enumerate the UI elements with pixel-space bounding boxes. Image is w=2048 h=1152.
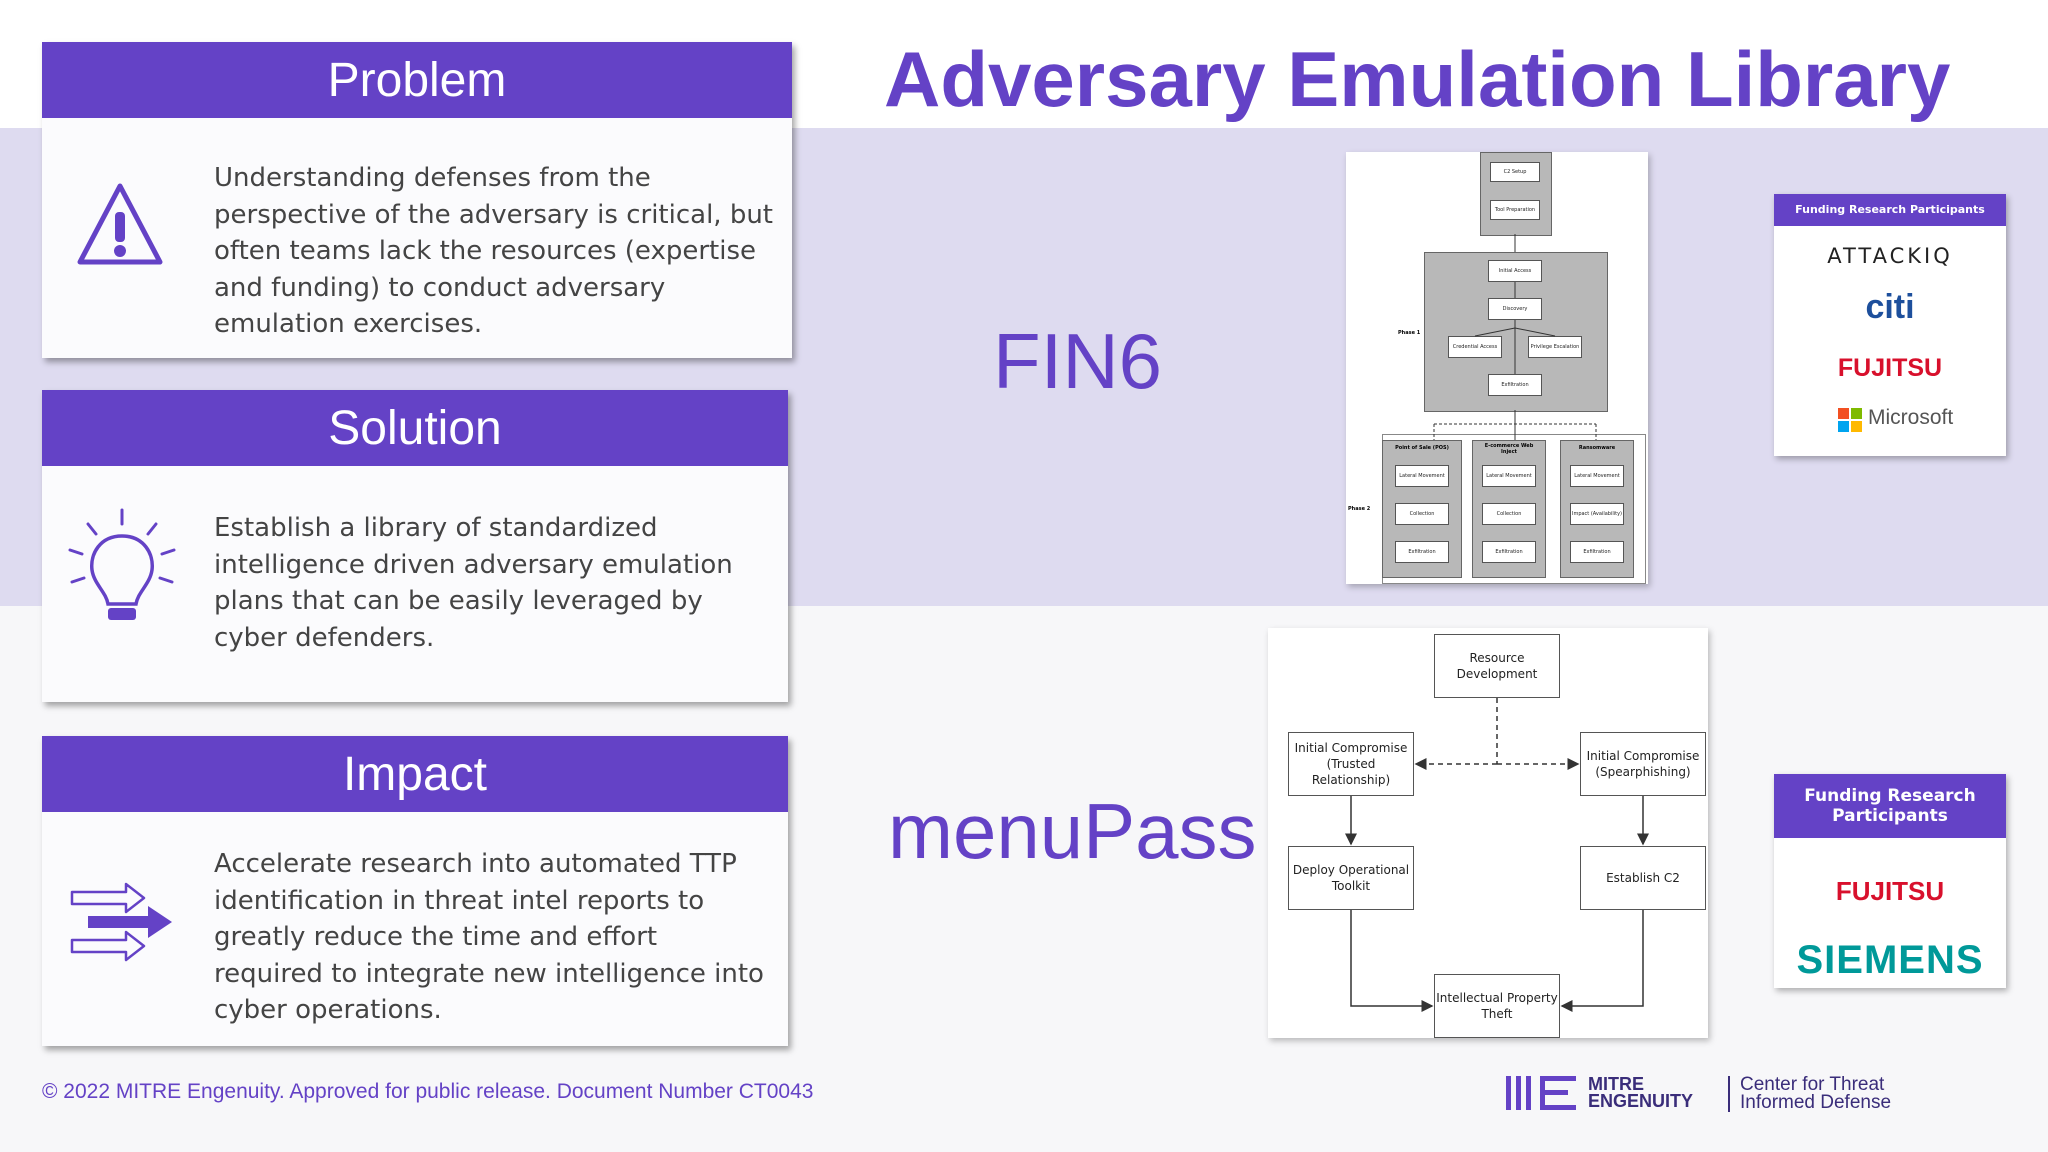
- fujitsu-logo: FUJITSU: [1837, 354, 1943, 382]
- fin6-column-node: Exfiltration: [1395, 541, 1449, 563]
- menupass-node-ip-theft: Intellectual Property Theft: [1434, 974, 1560, 1038]
- lightbulb-icon: [62, 504, 182, 639]
- fin6-phase1-label: Phase 1: [1398, 330, 1421, 336]
- page-title: Adversary Emulation Library: [884, 35, 1951, 123]
- menupass-funding-panel: Funding Research Participants FUJITSU SI…: [1774, 774, 2006, 988]
- fin6-node-tool-preparation: Tool Preparation: [1490, 200, 1540, 220]
- menupass-node-initial-compromise-spearphishing: Initial Compromise (Spearphishing): [1580, 732, 1706, 796]
- solution-card: Solution Establish a library of standard…: [42, 390, 788, 702]
- mitre-engenuity-logo-mark: [1506, 1076, 1580, 1110]
- mitre-engenuity-wordmark: MITRE ENGENUITY: [1588, 1074, 1694, 1111]
- menupass-funding-heading: Funding Research Participants: [1774, 774, 2006, 838]
- menupass-emulation-diagram[interactable]: Resource Development Initial Compromise …: [1268, 628, 1708, 1038]
- fin6-node-initial-access: Initial Access: [1488, 260, 1542, 282]
- mitre-engenuity-brand: MITRE ENGENUITY Center for Threat Inform…: [1506, 1074, 1916, 1113]
- menupass-node-resource-development: Resource Development: [1434, 634, 1560, 698]
- fin6-column-node: Lateral Movement: [1570, 465, 1624, 487]
- fin6-phase2-label: Phase 2: [1348, 506, 1371, 512]
- warning-icon: [72, 178, 168, 279]
- fin6-node-privilege-escalation: Privilege Escalation: [1528, 336, 1582, 358]
- fujitsu-logo: FUJITSU: [1835, 876, 1945, 906]
- brand-divider: [1728, 1076, 1730, 1112]
- attackiq-logo: ATTACKIQ: [1827, 244, 1953, 268]
- microsoft-logo: Microsoft: [1868, 406, 1954, 429]
- fin6-node-credential-access: Credential Access: [1448, 336, 1502, 358]
- fin6-column-node: Collection: [1482, 503, 1536, 525]
- footer-copyright: © 2022 MITRE Engenuity. Approved for pub…: [42, 1080, 814, 1103]
- fin6-column-head: Ransomware: [1578, 445, 1616, 451]
- fin6-node-exfiltration: Exfiltration: [1488, 374, 1542, 396]
- fin6-node-c2-setup: C2 Setup: [1490, 162, 1540, 182]
- problem-heading: Problem: [42, 42, 792, 118]
- solution-text: Establish a library of standardized inte…: [214, 513, 733, 653]
- menupass-node-deploy-toolkit: Deploy Operational Toolkit: [1288, 846, 1414, 910]
- fin6-column-ransomware: Ransomware Lateral Movement Impact (Avai…: [1560, 440, 1634, 578]
- fin6-emulation-diagram[interactable]: C2 Setup Tool Preparation Phase 1 Initia…: [1346, 152, 1648, 584]
- menupass-node-establish-c2: Establish C2: [1580, 846, 1706, 910]
- fin6-column-node: Lateral Movement: [1395, 465, 1449, 487]
- problem-card: Problem Understanding defenses from the …: [42, 42, 792, 358]
- impact-card: Impact Accelerate research into automate…: [42, 736, 788, 1046]
- fin6-column-head: E-commerce Web Inject: [1484, 443, 1534, 455]
- siemens-logo: SIEMENS: [1796, 938, 1984, 982]
- center-line1: Center for Threat: [1740, 1074, 1885, 1095]
- menupass-node-initial-compromise-trusted: Initial Compromise (Trusted Relationship…: [1288, 732, 1414, 796]
- mitre-word: MITRE: [1588, 1074, 1644, 1094]
- fin6-column-node: Lateral Movement: [1482, 465, 1536, 487]
- problem-text: Understanding defenses from the perspect…: [214, 163, 773, 339]
- fin6-funding-panel: Funding Research Participants ATTACKIQ c…: [1774, 194, 2006, 456]
- fin6-node-discovery: Discovery: [1488, 298, 1542, 320]
- fin6-column-pos: Point of Sale (POS) Lateral Movement Col…: [1382, 440, 1462, 578]
- solution-heading: Solution: [42, 390, 788, 466]
- impact-text: Accelerate research into automated TTP i…: [214, 849, 764, 1025]
- center-for-threat-informed-defense: Center for Threat Informed Defense: [1740, 1074, 1892, 1113]
- engenuity-word: ENGENUITY: [1588, 1091, 1694, 1111]
- fin6-column-node: Exfiltration: [1570, 541, 1624, 563]
- microsoft-windows-icon: [1838, 408, 1862, 432]
- arrows-icon: [68, 878, 178, 973]
- fin6-label: FIN6: [993, 317, 1163, 405]
- fin6-column-ecommerce: E-commerce Web Inject Lateral Movement C…: [1472, 440, 1546, 578]
- fin6-funding-heading: Funding Research Participants: [1774, 194, 2006, 226]
- menupass-label: menuPass: [888, 787, 1257, 875]
- center-line2: Informed Defense: [1740, 1092, 1892, 1113]
- fin6-column-node: Exfiltration: [1482, 541, 1536, 563]
- fin6-column-node: Impact (Availability): [1570, 503, 1624, 525]
- fin6-column-node: Collection: [1395, 503, 1449, 525]
- citi-logo: citi: [1865, 288, 1915, 326]
- impact-heading: Impact: [42, 736, 788, 812]
- fin6-column-head: Point of Sale (POS): [1395, 445, 1449, 451]
